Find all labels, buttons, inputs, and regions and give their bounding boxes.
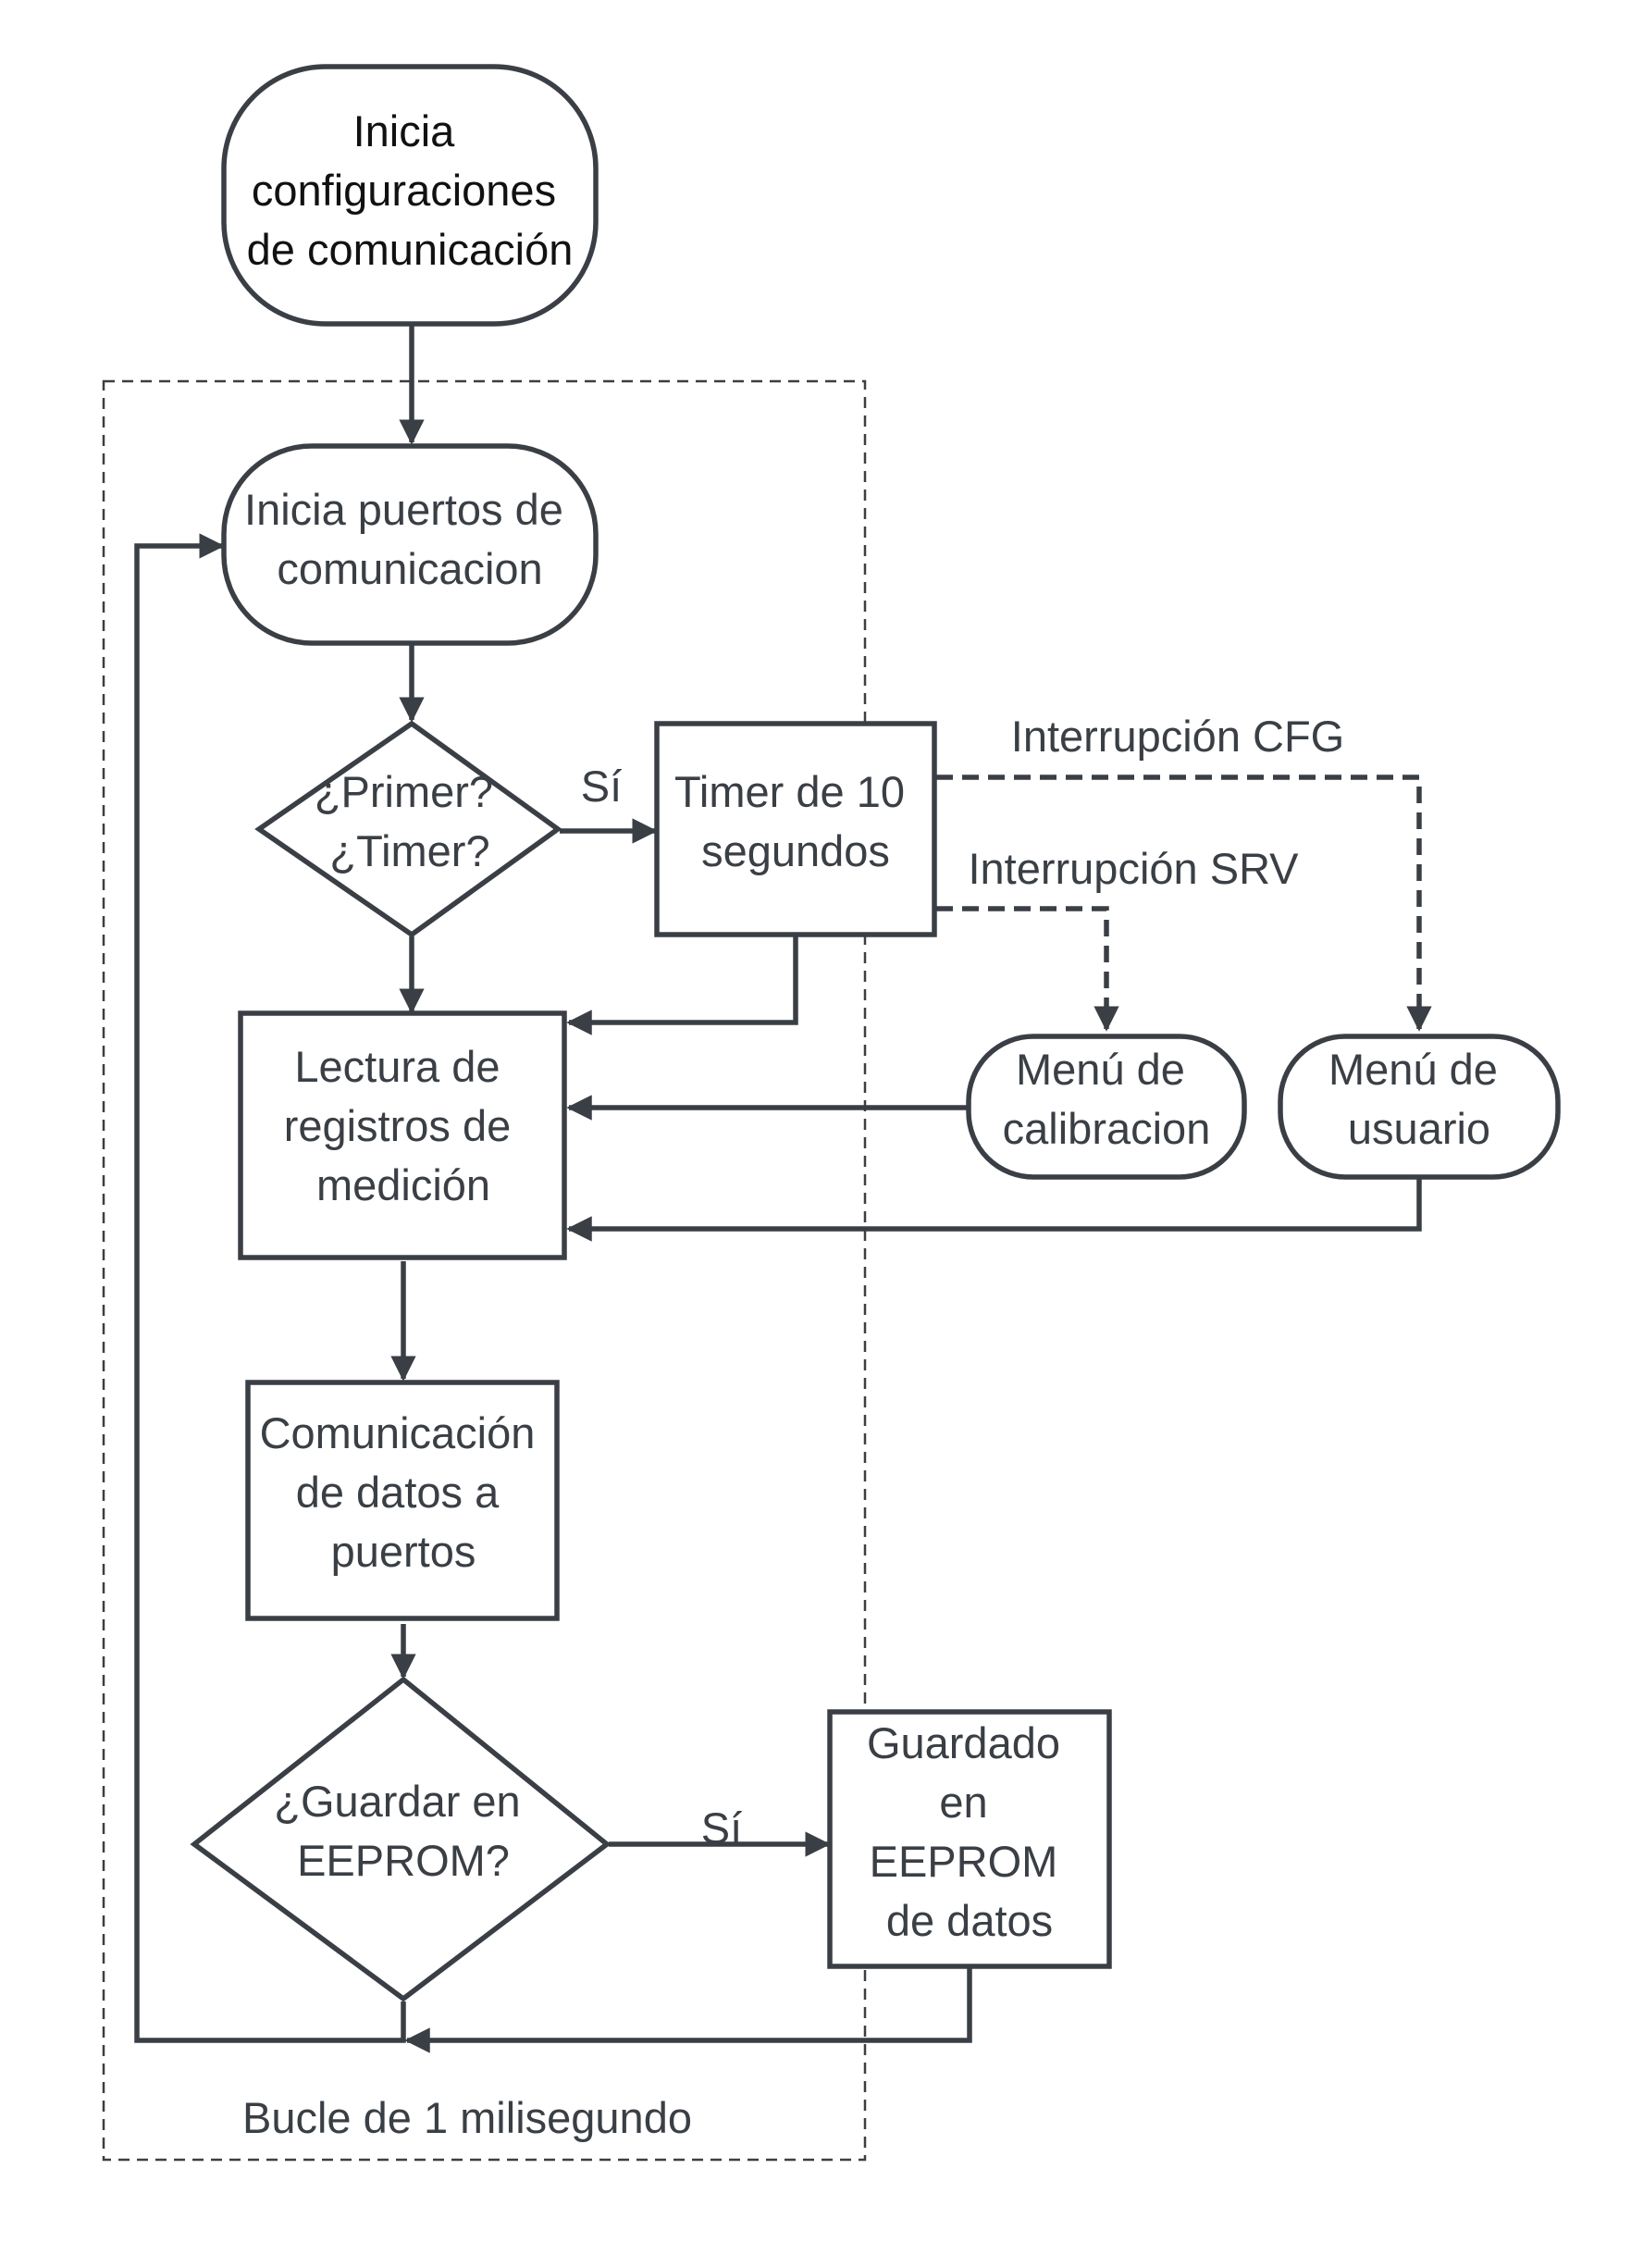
node-timer-line-2: segundos [701,826,890,875]
node-start-line-3: de comunicación [247,225,574,274]
node-start-line-2: configuraciones [252,166,556,215]
node-menu-calibration-line-2: calibracion [1003,1104,1211,1153]
node-decision-timer-line-1: ¿Primer? [315,767,493,816]
node-comm-data-line-1: Comunicación [260,1408,536,1457]
node-save-eeprom: Guardado en EEPROM de datos [827,1709,1112,1969]
node-save-eeprom-line-4: de datos [886,1896,1053,1945]
edge-save-to-merge [404,1968,972,2053]
node-read-registers-line-3: medición [316,1160,490,1209]
node-menu-user: Menú de usuario [1278,1034,1561,1180]
node-init-ports-line-2: comunicacion [277,544,542,593]
node-menu-calibration: Menú de calibracion [966,1034,1247,1180]
svg-text:Timer de 10 segundos: Timer de 10 segundos [674,767,917,875]
node-init-ports-line-1: Inicia puertos de [244,485,563,534]
svg-text:Comunicación de datos a: Comunicación de datos a puertos [260,1408,548,1576]
edge-label-yes-timer: Sí [581,762,622,811]
node-decision-timer-line-2: ¿Timer? [329,826,489,875]
edge-user-to-read [566,1177,1422,1242]
node-comm-data-line-3: puertos [331,1527,476,1576]
node-read-registers-line-2: registros de [284,1101,512,1150]
node-init-ports: Inicia puertos de comunicacion [221,443,599,646]
svg-text:Inicia puertos de comuni: Inicia puertos de comunicacion [244,485,575,593]
svg-text:Menú de usuario: Menú de usuario [1328,1045,1510,1153]
node-decision-eeprom-line-1: ¿Guardar en [274,1777,520,1826]
node-menu-user-line-1: Menú de [1328,1045,1498,1094]
svg-text:Menú de calibracion: Menú de calibracion [1003,1045,1211,1153]
edge-loop-back [134,533,406,2043]
edge-interrupt-cfg [936,775,1432,1032]
node-start-line-1: Inicia [353,106,456,155]
edge-interrupt-srv [936,906,1119,1032]
svg-text:Inicia configuraciones: Inicia configuraciones de comunicación [247,106,574,274]
svg-text:Guardado en EEPROM: Guardado en EEPROM de datos [867,1718,1072,1945]
node-comm-data: Comunicación de datos a puertos [245,1380,560,1621]
edge-label-yes-eeprom: Sí [701,1803,742,1853]
node-save-eeprom-line-3: EEPROM [870,1837,1058,1886]
loop-frame [102,379,867,2162]
node-save-eeprom-line-2: en [939,1778,987,1827]
node-save-eeprom-line-1: Guardado [867,1718,1060,1767]
node-decision-eeprom: ¿Guardar en EEPROM? [190,1676,612,2002]
edge-label-interrupt-srv: Interrupción SRV [968,844,1299,893]
edge-label-interrupt-cfg: Interrupción CFG [1011,712,1344,761]
node-comm-data-line-2: de datos a [296,1468,500,1517]
node-timer-line-1: Timer de 10 [674,767,905,816]
node-read-registers-line-1: Lectura de [294,1042,500,1091]
edge-timer-to-read [566,936,798,1035]
node-menu-calibration-line-1: Menú de [1016,1045,1185,1094]
node-decision-timer: ¿Primer? ¿Timer? [254,720,562,938]
node-decision-eeprom-line-2: EEPROM? [297,1836,510,1885]
loop-label: Bucle de 1 milisegundo [242,2093,692,2142]
svg-text:¿Primer? ¿Timer?: ¿Primer? ¿Timer? [315,767,505,875]
svg-text:Lectura de registros de: Lectura de registros de medición [284,1042,524,1209]
svg-text:¿Guardar en EEPROM?: ¿Guardar en EEPROM? [274,1777,533,1885]
node-read-registers: Lectura de registros de medición [238,1010,567,1260]
node-timer: Timer de 10 segundos [654,721,937,937]
node-menu-user-line-2: usuario [1348,1104,1490,1153]
node-start: Inicia configuraciones de comunicación [221,64,599,327]
